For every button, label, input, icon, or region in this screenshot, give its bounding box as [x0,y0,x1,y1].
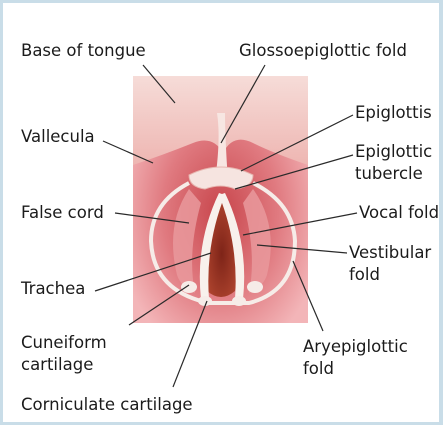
label-aryepiglottic-1: Aryepiglottic [303,337,408,357]
label-vestibular-fold-1: Vestibular [349,243,431,263]
label-epiglottic-tubercle-2: tubercle [355,164,423,184]
label-trachea: Trachea [21,279,85,299]
label-corniculate-cartilage: Corniculate cartilage [21,395,193,415]
label-vocal-fold: Vocal fold [359,203,439,223]
label-epiglottic-tubercle-1: Epiglottic [355,142,432,162]
label-vestibular-fold-2: fold [349,265,380,285]
label-base-of-tongue: Base of tongue [21,41,146,61]
label-cuneiform-2: cartilage [21,355,93,375]
label-glossoepiglottic-fold: Glossoepiglottic fold [239,41,407,61]
cuneiform-cartilage-right [247,281,263,293]
label-vallecula: Vallecula [21,127,95,147]
corniculate-cartilage-right [232,296,246,306]
label-aryepiglottic-2: fold [303,359,334,379]
cuneiform-cartilage-left [181,281,197,293]
label-epiglottis: Epiglottis [355,103,432,123]
label-false-cord: False cord [21,203,104,223]
label-cuneiform-1: Cuneiform [21,333,107,353]
